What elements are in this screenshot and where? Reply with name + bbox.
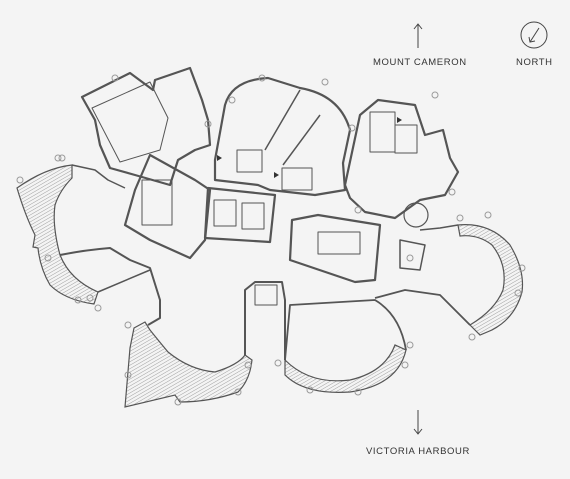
south-terrace — [284, 344, 407, 393]
southwest-terrace — [124, 321, 253, 408]
victoria-harbour-label: VICTORIA HARBOUR — [366, 446, 470, 457]
door-markers — [217, 117, 402, 178]
east-terrace — [457, 224, 524, 336]
north-compass-icon — [520, 21, 548, 49]
columns — [16, 74, 526, 406]
arrow-down-icon — [413, 410, 423, 435]
arrow-up-icon — [413, 23, 423, 48]
west-terrace — [16, 164, 99, 305]
building-walls — [59, 66, 471, 361]
north-label: NORTH — [516, 57, 553, 68]
mount-cameron-label: MOUNT CAMERON — [373, 57, 467, 68]
